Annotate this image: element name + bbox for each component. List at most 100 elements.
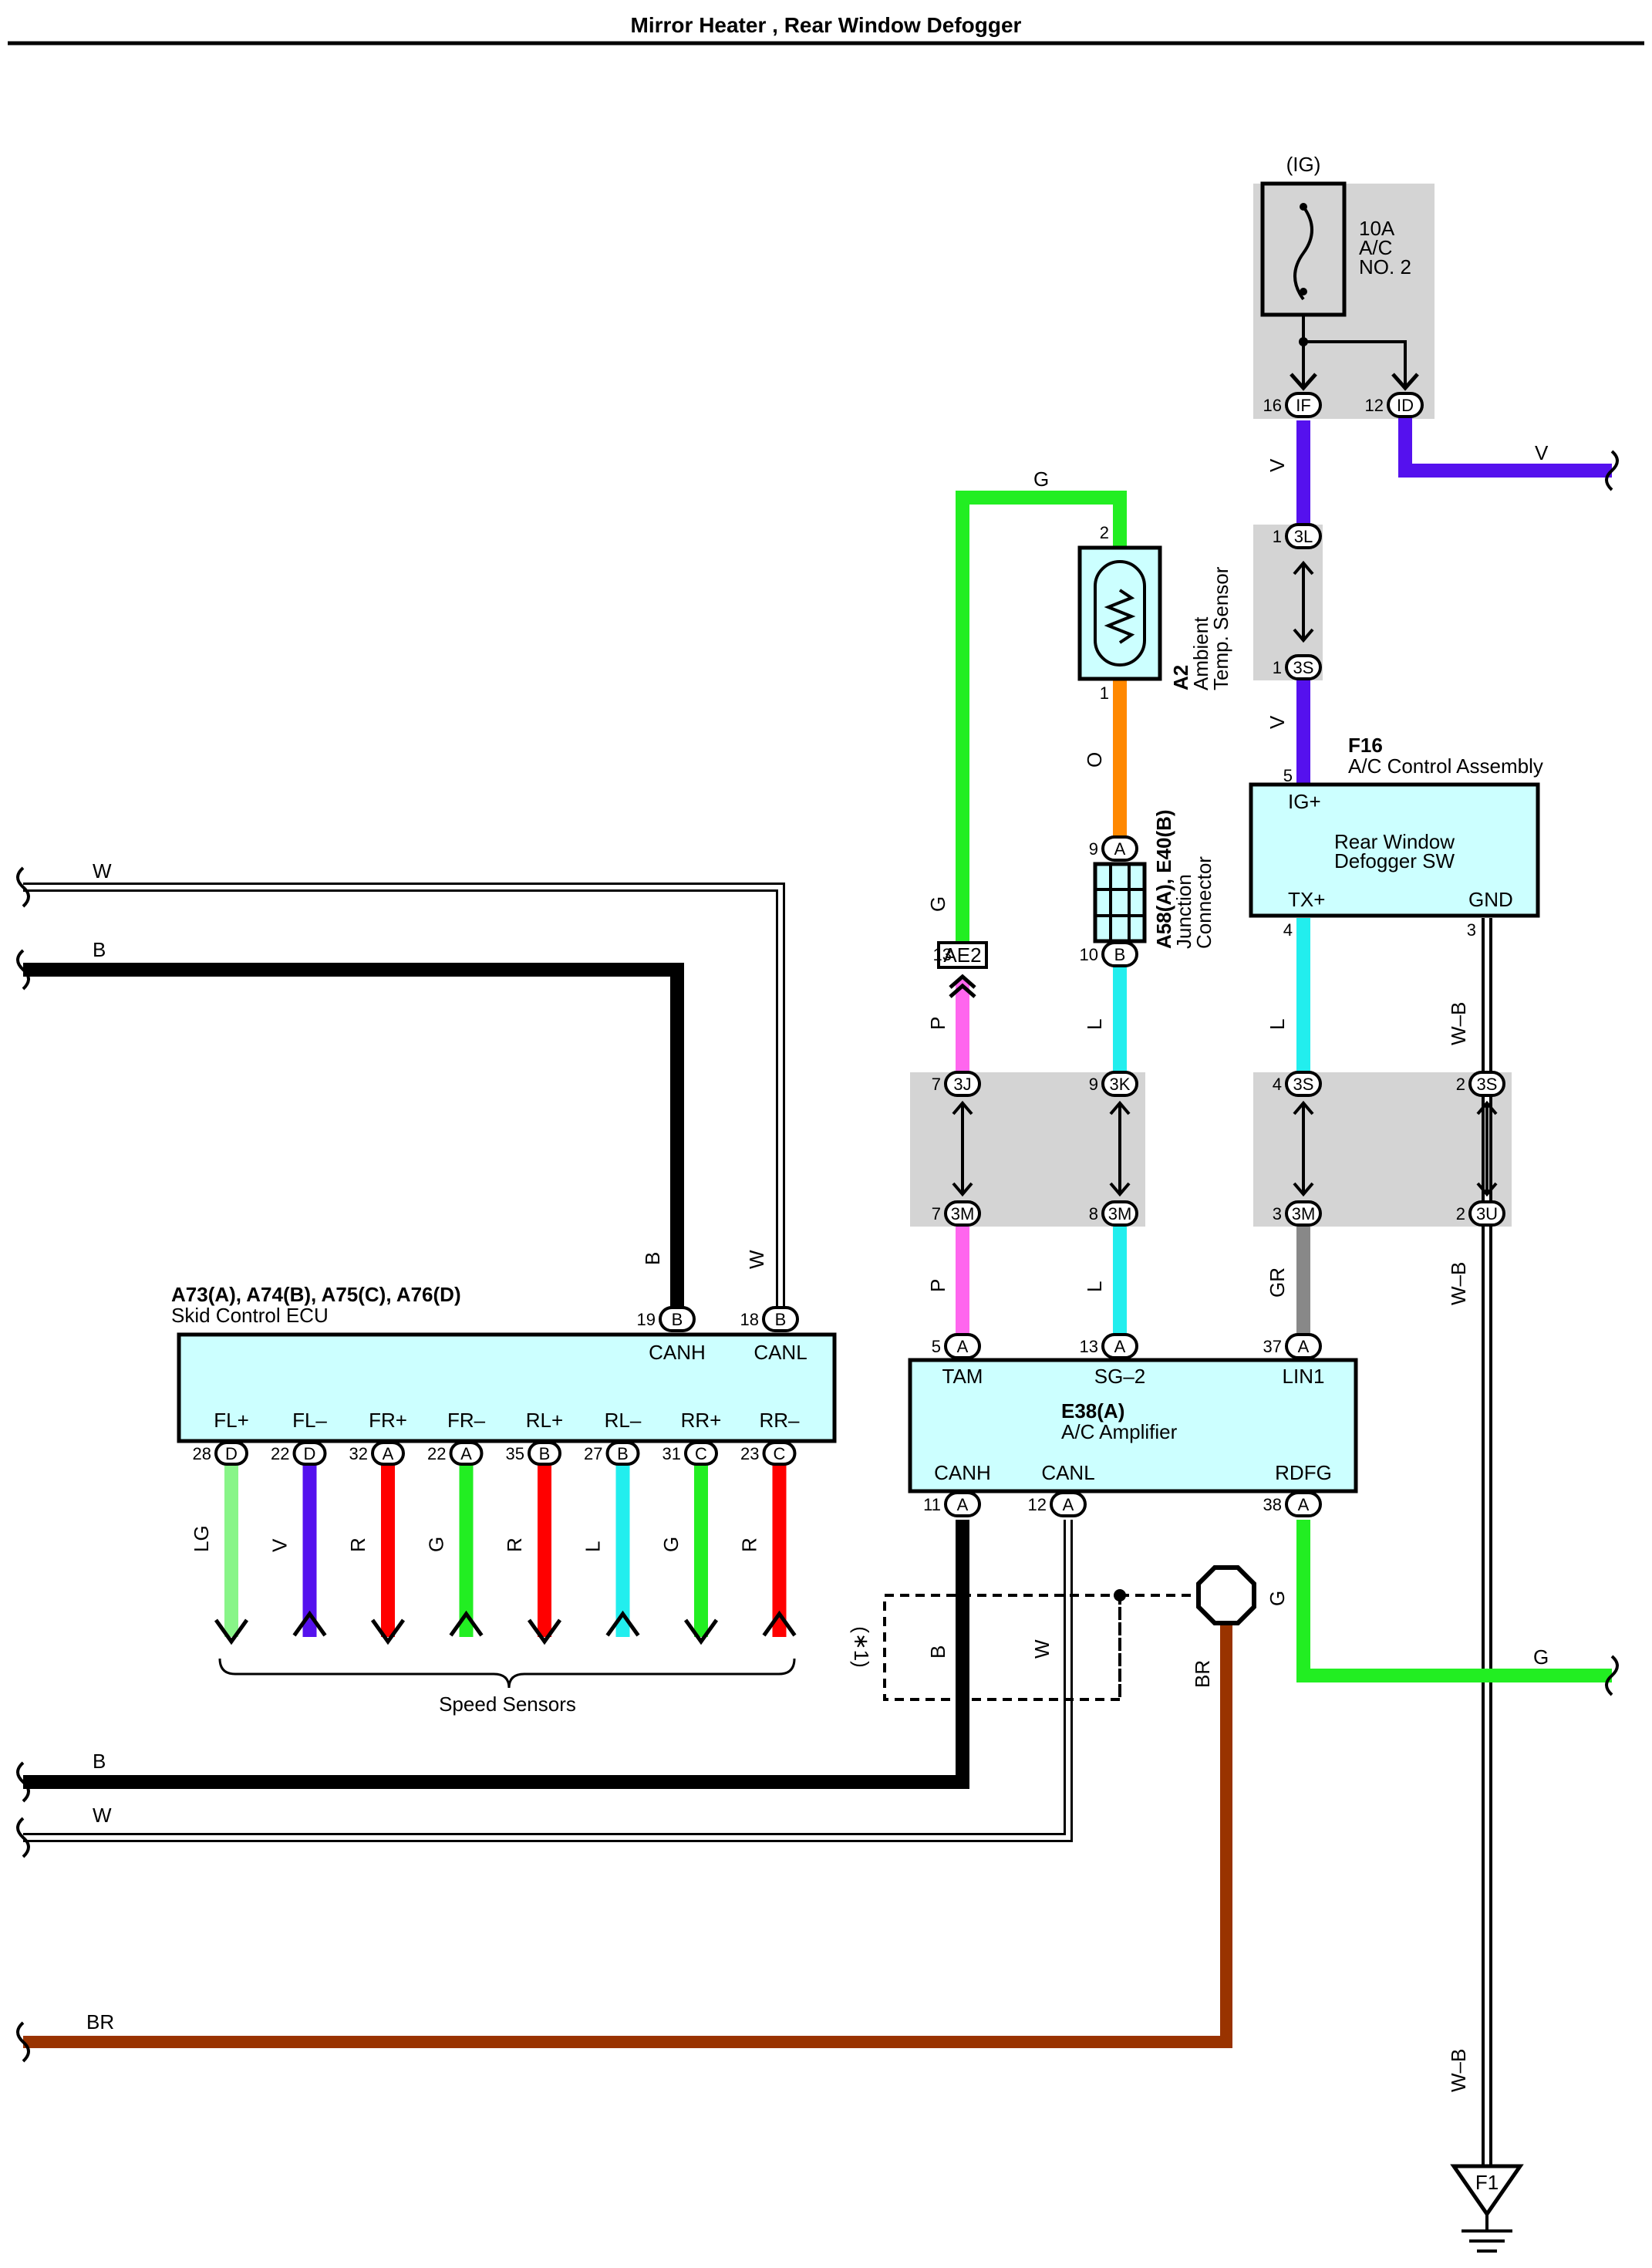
pin-number: 5: [932, 1337, 941, 1356]
pin-number: 12: [1365, 396, 1384, 415]
break-right-g: [1605, 1655, 1619, 1696]
pin-oval: [1285, 1333, 1322, 1359]
pin-oval: [1101, 1071, 1138, 1097]
lbl-g-top: G: [1033, 467, 1049, 491]
sensor-arrow: [292, 1610, 327, 1637]
pin-oval: [214, 1441, 248, 1466]
lbl-b-amp: B: [926, 1645, 949, 1659]
break-left-b-top: [16, 949, 30, 991]
connector-pin: 3M7: [932, 1200, 981, 1227]
sensor-name-1: Ambient: [1189, 616, 1212, 690]
sensor-arrow: [762, 1610, 797, 1637]
amp-ref: E38(A): [1061, 1399, 1124, 1423]
pin-number: 32: [349, 1444, 368, 1463]
pin-connector-label: C: [695, 1444, 707, 1463]
pin-number: 3: [1273, 1204, 1282, 1223]
junction-ref: A58(A), E40(B): [1152, 809, 1175, 949]
pin-number: 35: [506, 1444, 524, 1463]
connector-pin: B 19: [637, 1306, 696, 1332]
pin-oval: [1468, 1200, 1505, 1227]
fuse-split-dot: [1299, 337, 1308, 346]
pin-connector-label: 3L: [1294, 527, 1313, 546]
wire-labels: V V V G G O L L P P L GR W–B W–B W–B G G…: [86, 441, 1549, 2092]
ground-label: F1: [1475, 2171, 1499, 2194]
pin-number: 31: [662, 1444, 681, 1463]
connector-pin: 2: [1100, 523, 1109, 542]
pin-oval: [1285, 523, 1322, 549]
sensor-pin: C23: [740, 1441, 797, 1466]
lbl-w-bot: W: [93, 1804, 112, 1827]
fuse-rating: 10A: [1359, 217, 1395, 240]
connector-pin: 3L1: [1273, 523, 1322, 549]
ac-amplifier: TAM SG–2 LIN1 E38(A) A/C Amplifier CANH …: [908, 1358, 1358, 1493]
pin-number: 22: [271, 1444, 289, 1463]
control-ref: F16: [1348, 734, 1383, 757]
wires: [23, 417, 1612, 2175]
pin-oval: [292, 1441, 327, 1466]
pin-connector-label: B: [1114, 945, 1126, 964]
ae2-chevrons: [949, 974, 976, 998]
fuse-end-bottom: [1300, 288, 1307, 295]
connector-pin: 1: [1100, 683, 1109, 703]
pin-connector-label: A: [957, 1495, 969, 1514]
junction-arrow: [952, 1100, 973, 1197]
pin-number: 11: [923, 1495, 941, 1514]
lbl-g-left: G: [926, 896, 949, 912]
pin-oval: [944, 1491, 981, 1517]
amp-name: A/C Amplifier: [1061, 1420, 1178, 1443]
pin-oval: [449, 1441, 484, 1466]
junction-arrow: [1293, 560, 1314, 643]
pin-number: 8: [1089, 1204, 1098, 1223]
wire-b-amp-canh: [23, 1520, 969, 1789]
junction-bars: [1095, 864, 1145, 941]
pin-oval: [1101, 1333, 1138, 1359]
pin-oval: [605, 1441, 640, 1466]
sensor-arrow: [449, 1610, 484, 1637]
shield-dot: [1114, 1589, 1126, 1601]
pin-number: 4: [1283, 920, 1293, 940]
amp-body: [908, 1358, 1358, 1493]
lbl-l-amp: L: [1083, 1281, 1106, 1292]
pin-number: 2: [1100, 523, 1109, 542]
pin-oval: [1050, 1491, 1087, 1517]
wire-w-skid-canl-inner: [23, 885, 783, 1311]
pin-number: 1: [1100, 683, 1109, 703]
junction-arrow: [1293, 1100, 1314, 1197]
lbl-wb-1: W–B: [1447, 1002, 1470, 1045]
entry-arrow: [1290, 373, 1317, 391]
amp-lin1: LIN1: [1283, 1365, 1325, 1388]
amp-canl: CANL: [1041, 1461, 1094, 1484]
shield-octagon: [1196, 1565, 1256, 1625]
pin-oval: [1285, 392, 1322, 418]
pin-oval: [684, 1441, 718, 1466]
control-sw-2: Defogger SW: [1334, 849, 1455, 872]
connector-pin: B18: [740, 1306, 799, 1332]
sensor-wire-color: R: [738, 1537, 761, 1552]
lbl-g-right: G: [1533, 1645, 1549, 1669]
pin-number: 19: [637, 1310, 656, 1329]
connector-pin: A9: [1089, 835, 1138, 862]
sensor-zigzag: [1104, 589, 1136, 644]
lbl-w-ecu: W: [745, 1250, 768, 1269]
ae2-label: AE2: [943, 943, 981, 967]
pin-connector-label: 3M: [951, 1204, 975, 1223]
sensor-arrow: [527, 1618, 562, 1645]
pin-connector-label: B: [672, 1310, 683, 1329]
sensor-pin: C 31: [662, 1441, 718, 1466]
sensor-terminal-label: FL+: [214, 1409, 249, 1432]
connector-pin: 5: [1283, 766, 1293, 785]
connector-pin: B10: [1080, 941, 1138, 967]
connector-pin: 3: [1467, 920, 1476, 940]
shield-box: [883, 1594, 1121, 1701]
pin-connector-label: B: [775, 1310, 787, 1329]
wire-breaks: [16, 450, 1619, 2063]
junction-arrow: [1109, 1100, 1131, 1197]
pin-oval: [944, 1071, 981, 1097]
pin-oval: [1101, 941, 1138, 967]
pin-connector-label: A: [957, 1337, 969, 1356]
